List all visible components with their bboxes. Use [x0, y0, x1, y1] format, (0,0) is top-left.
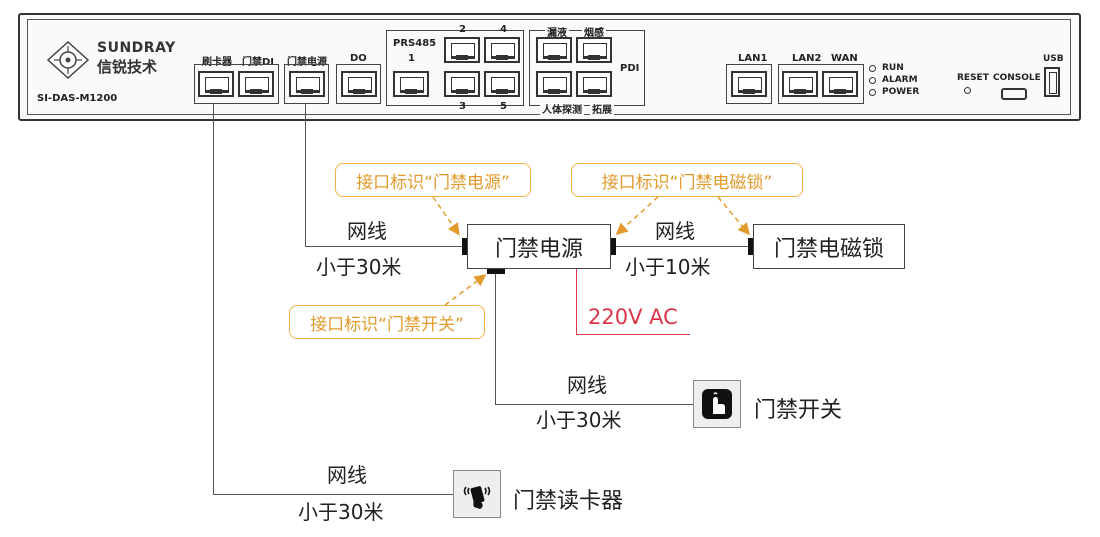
port-door-power[interactable] — [289, 71, 325, 97]
door-lock-box-label: 门禁电磁锁 — [773, 236, 884, 262]
cable-label-switch: 网线 — [567, 373, 607, 397]
cable-switch-horizontal — [495, 404, 693, 405]
cable-label-power: 网线 — [347, 219, 387, 243]
label-usb: USB — [1043, 54, 1064, 64]
port-pdi-body[interactable] — [536, 71, 572, 97]
cable-length-reader: 小于30米 — [298, 500, 384, 524]
arrow-to-lock — [717, 196, 750, 236]
brand-name: SUNDRAY — [97, 40, 176, 56]
port-pdi-expand[interactable] — [576, 71, 612, 97]
arrow-to-power-bottom — [444, 274, 487, 306]
connector-lock-left — [748, 238, 753, 255]
connector-power-bottom — [487, 269, 505, 274]
door-power-box-label: 门禁电源 — [494, 236, 583, 262]
label-prs485: PRS485 — [393, 38, 437, 49]
port-do[interactable] — [341, 71, 377, 97]
label-door-di-port: 门禁DI — [242, 57, 275, 68]
port-card-reader[interactable] — [198, 71, 234, 97]
cable-card-reader-horizontal — [213, 494, 453, 495]
label-port-4: 4 — [500, 24, 507, 35]
label-alarm: ALARM — [882, 75, 918, 85]
port-wan[interactable] — [822, 71, 858, 97]
label-run: RUN — [882, 63, 904, 73]
connector-power-right — [611, 238, 616, 255]
port-usb[interactable] — [1044, 67, 1060, 97]
tag-door-switch: 接口标识“门禁开关” — [289, 305, 485, 339]
ac-line-vertical — [576, 269, 577, 335]
label-lan2: LAN2 — [792, 53, 822, 64]
tag-door-power-text: 接口标识“门禁电源” — [356, 172, 510, 193]
port-console[interactable] — [1001, 88, 1027, 100]
label-body-detect: 人体探测 — [540, 101, 584, 116]
cable-label-reader: 网线 — [327, 463, 367, 487]
door-switch-label: 门禁开关 — [754, 398, 843, 423]
cable-lock — [616, 246, 748, 247]
port-group-prs485 — [386, 30, 524, 106]
label-lan1: LAN1 — [738, 53, 768, 64]
port-group-lan1 — [726, 64, 772, 104]
label-pdi: PDI — [620, 63, 640, 74]
label-do-port: DO — [350, 53, 367, 64]
label-console: CONSOLE — [993, 73, 1041, 83]
cable-length-lock: 小于10米 — [625, 255, 711, 279]
tag-door-switch-text: 接口标识“门禁开关” — [310, 314, 464, 335]
label-reset: RESET — [957, 73, 989, 83]
port-pdi-leak[interactable] — [536, 37, 572, 63]
connector-power-left — [462, 238, 467, 255]
card-reader-label: 门禁读卡器 — [513, 489, 624, 514]
model-label: SI-DAS-M1200 — [37, 93, 118, 104]
cable-length-power: 小于30米 — [316, 255, 402, 279]
sundray-logo-icon — [46, 40, 90, 80]
port-lan1[interactable] — [731, 71, 767, 97]
port-lan2[interactable] — [782, 71, 818, 97]
label-expand: 拓展 — [590, 101, 614, 116]
reset-button[interactable] — [964, 87, 971, 94]
cable-power-vertical — [305, 103, 306, 246]
ac-label: 220V AC — [588, 305, 678, 329]
label-leak: 漏液 — [545, 24, 569, 39]
power-led-icon — [869, 89, 876, 96]
port-pdi-smoke[interactable] — [576, 37, 612, 63]
port-group-lan2-wan — [778, 64, 864, 104]
port-485-4[interactable] — [484, 37, 520, 63]
run-led-icon — [869, 65, 876, 72]
port-group-do — [336, 64, 381, 104]
cable-card-reader-vertical — [213, 103, 214, 495]
tag-door-lock: 接口标识“门禁电磁锁” — [571, 163, 803, 197]
label-port-5: 5 — [500, 101, 507, 112]
port-485-2[interactable] — [444, 37, 480, 63]
port-group-power — [284, 64, 329, 104]
label-port-1: 1 — [408, 53, 415, 64]
label-door-power-port: 门禁电源 — [287, 57, 327, 68]
cable-switch-vertical — [495, 274, 496, 404]
cable-power-horizontal — [305, 246, 462, 247]
cable-length-switch: 小于30米 — [536, 408, 622, 432]
card-reader-icon — [463, 486, 491, 509]
label-smoke: 烟感 — [582, 24, 606, 39]
ac-line-horizontal — [576, 334, 690, 335]
port-group-reader-di — [194, 64, 279, 104]
label-port-3: 3 — [459, 101, 466, 112]
hand-press-icon — [702, 389, 732, 419]
brand-name-cn: 信锐技术 — [97, 58, 158, 76]
door-power-box: 门禁电源 — [467, 224, 611, 269]
port-485-5[interactable] — [484, 71, 520, 97]
arrow-to-power-right — [615, 196, 659, 236]
arrow-to-power-left — [432, 196, 460, 236]
label-wan: WAN — [831, 53, 858, 64]
label-port-2: 2 — [459, 24, 466, 35]
tag-door-lock-text: 接口标识“门禁电磁锁” — [601, 172, 773, 193]
label-power: POWER — [882, 87, 920, 97]
port-door-di[interactable] — [238, 71, 274, 97]
cable-label-lock: 网线 — [655, 219, 695, 243]
door-lock-box: 门禁电磁锁 — [753, 224, 905, 269]
tag-door-power: 接口标识“门禁电源” — [335, 163, 531, 197]
port-485-1[interactable] — [393, 71, 429, 97]
label-card-reader-port: 刷卡器 — [202, 57, 232, 68]
alarm-led-icon — [869, 77, 876, 84]
card-reader-device — [453, 470, 501, 518]
door-switch-device — [693, 380, 741, 428]
port-485-3[interactable] — [444, 71, 480, 97]
